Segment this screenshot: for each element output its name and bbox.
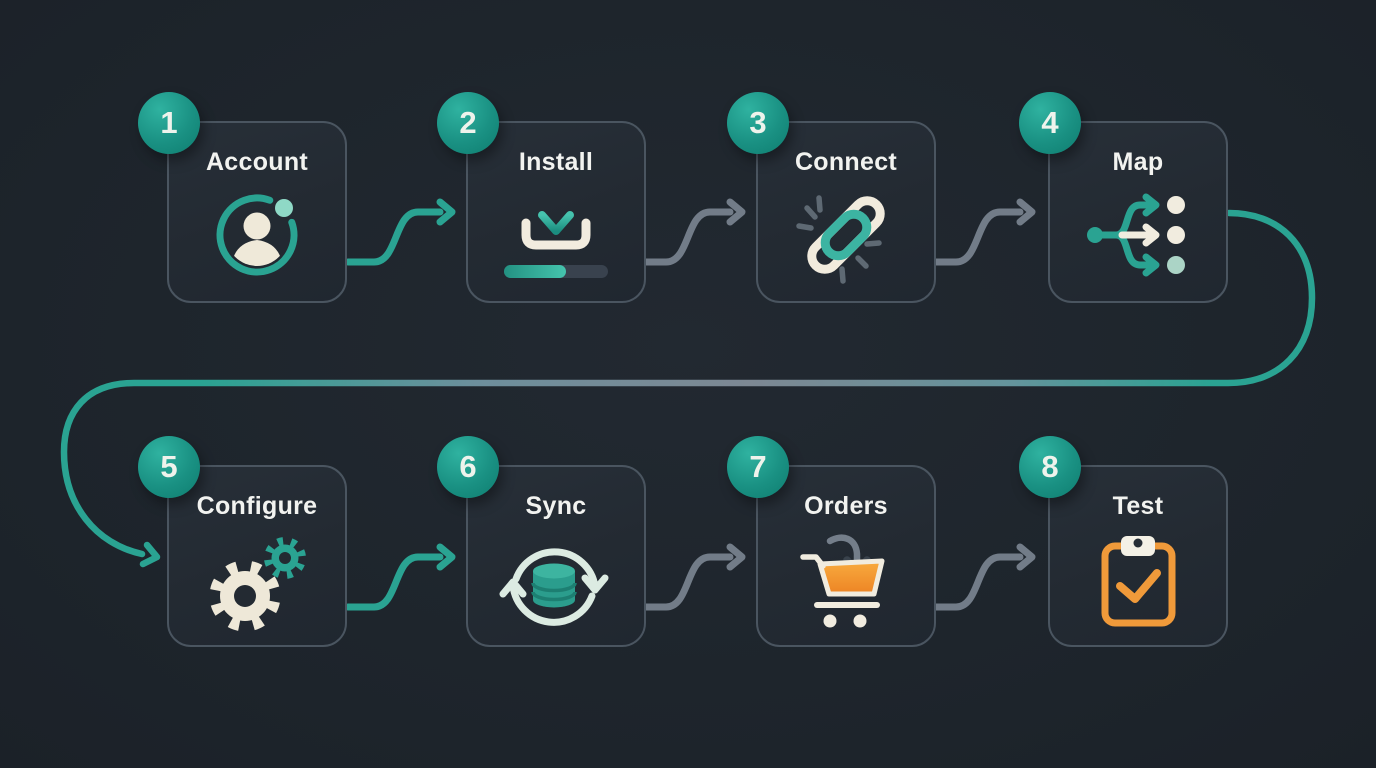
connector-map-configure bbox=[60, 209, 1316, 568]
step-card-map: 4 Map bbox=[1019, 92, 1228, 303]
step-number-badge: 5 bbox=[138, 436, 200, 498]
step-card-connect: 3 Connect bbox=[727, 92, 936, 303]
step-number-badge: 2 bbox=[437, 92, 499, 154]
connector-configure-sync bbox=[344, 543, 456, 611]
step-number-badge: 8 bbox=[1019, 436, 1081, 498]
step-label: Map bbox=[1112, 148, 1164, 176]
step-card-orders: 7 Orders bbox=[727, 436, 936, 647]
connector-install-connect bbox=[642, 198, 746, 266]
step-label: Account bbox=[205, 148, 309, 176]
cart-import-icon bbox=[786, 524, 906, 644]
user-circle-icon bbox=[197, 175, 317, 295]
step-card-account: 1 Account bbox=[138, 92, 347, 303]
step-card-sync: 6 Sync bbox=[437, 436, 646, 647]
connector-account-install bbox=[344, 198, 456, 266]
step-number-badge: 3 bbox=[727, 92, 789, 154]
connector-orders-test bbox=[932, 543, 1036, 611]
step-label: Connect bbox=[794, 148, 898, 176]
connector-sync-orders bbox=[642, 543, 746, 611]
step-number-badge: 4 bbox=[1019, 92, 1081, 154]
step-label: Sync bbox=[525, 492, 587, 520]
step-label: Install bbox=[518, 148, 594, 176]
connector-connect-map bbox=[932, 198, 1036, 266]
step-number-badge: 6 bbox=[437, 436, 499, 498]
clipboard-check-icon bbox=[1078, 524, 1198, 644]
branch-mapping-icon bbox=[1078, 175, 1198, 295]
step-label: Orders bbox=[804, 492, 888, 520]
step-number-badge: 1 bbox=[138, 92, 200, 154]
step-card-test: 8 Test bbox=[1019, 436, 1228, 647]
chain-link-icon bbox=[786, 175, 906, 295]
database-sync-icon bbox=[496, 524, 616, 644]
step-card-install: 2 Install bbox=[437, 92, 646, 303]
step-number-badge: 7 bbox=[727, 436, 789, 498]
step-label: Configure bbox=[196, 492, 318, 520]
gears-icon bbox=[197, 524, 317, 644]
step-label: Test bbox=[1112, 492, 1164, 520]
step-card-configure: 5 Configure bbox=[138, 436, 347, 647]
download-progress-icon bbox=[496, 175, 616, 295]
